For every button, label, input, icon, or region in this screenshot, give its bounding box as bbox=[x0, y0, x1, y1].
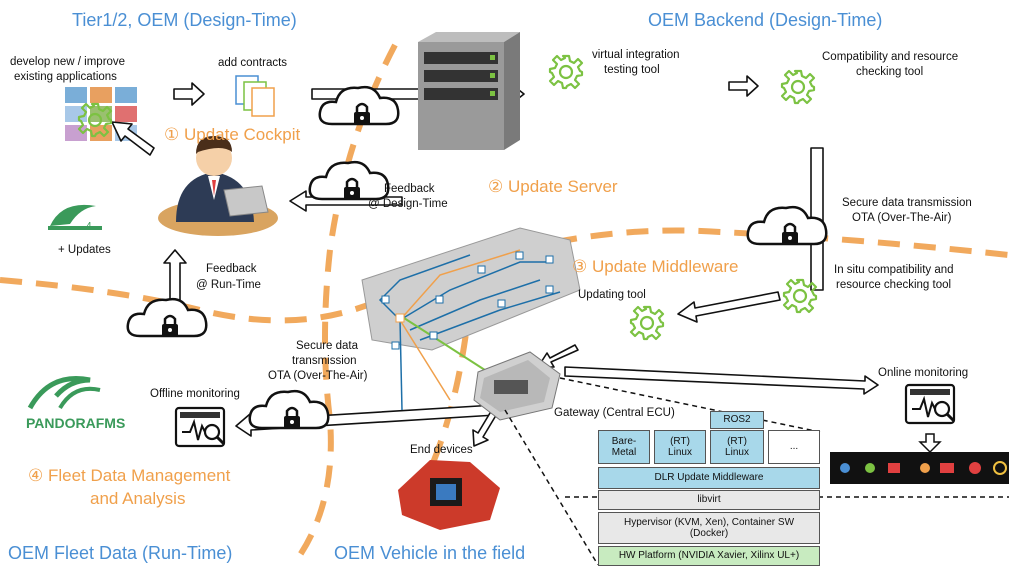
end-device-board-icon bbox=[398, 460, 500, 530]
stack-bare-metal: Bare- Metal bbox=[598, 430, 650, 464]
insitu-label-line2: resource checking tool bbox=[836, 279, 952, 291]
virtual-testing-gear-icon bbox=[548, 54, 584, 90]
cloud-lock-icon bbox=[308, 160, 390, 202]
offline-monitoring-label: Offline monitoring bbox=[150, 388, 240, 400]
updating-tool-label: Updating tool bbox=[578, 289, 646, 301]
virtual-testing-label-line2: testing tool bbox=[604, 64, 660, 76]
develop-label-line1: develop new / improve bbox=[10, 56, 126, 68]
gateway-ecu-icon bbox=[473, 351, 561, 421]
dashed-boundary-lines bbox=[0, 43, 1009, 557]
gateway-label: Gateway (Central ECU) bbox=[554, 407, 675, 419]
stack-bare-metal-line1: Bare- bbox=[611, 435, 637, 447]
stack-ellipsis: ... bbox=[768, 430, 820, 464]
pandora-logo-text: PANDORAFMS bbox=[26, 415, 125, 431]
offline-monitoring-icon bbox=[174, 406, 226, 448]
step-update-server: ② Update Server bbox=[488, 177, 618, 196]
virtual-testing-label-line1: virtual integration bbox=[592, 49, 680, 61]
region-title-oem-vehicle: OEM Vehicle in the field bbox=[334, 543, 526, 563]
logo-number: 4 bbox=[86, 221, 92, 232]
online-monitoring-label: Online monitoring bbox=[878, 367, 969, 379]
region-title-oem-fleet: OEM Fleet Data (Run-Time) bbox=[8, 543, 233, 563]
cloud-lock-icon bbox=[248, 389, 330, 431]
feedback-run-line2: @ Run-Time bbox=[196, 279, 261, 291]
feedback-design-line1: Feedback bbox=[384, 183, 435, 195]
compatibility-gear-icon bbox=[780, 69, 816, 105]
pandora-logo-icon: PANDORAFMS bbox=[26, 376, 125, 431]
server-icon bbox=[418, 32, 520, 150]
dashboard-strip-icon bbox=[830, 452, 1009, 484]
region-title-oem-backend: OEM Backend (Design-Time) bbox=[648, 10, 883, 30]
feedback-design-line2: @ Design-Time bbox=[368, 198, 448, 210]
end-devices-label: End devices bbox=[410, 444, 473, 456]
cloud-lock-icon bbox=[126, 297, 208, 339]
secure-left-line3: OTA (Over-The-Air) bbox=[268, 370, 368, 382]
vehicle-network-diagram bbox=[361, 227, 581, 411]
down-arrow-icon bbox=[918, 433, 942, 454]
compat-label-line2: checking tool bbox=[856, 66, 924, 78]
developer-person-icon bbox=[158, 136, 278, 236]
add-contracts-label: add contracts bbox=[218, 57, 288, 69]
step-fleet-data-line2: and Analysis bbox=[90, 489, 186, 508]
updating-tool-gear-icon bbox=[629, 305, 665, 341]
stack-rt-linux-b-line1: (RT) bbox=[727, 435, 747, 447]
step-update-cockpit: ① Update Cockpit bbox=[164, 125, 301, 144]
stack-rt-linux-a: (RT) Linux bbox=[654, 430, 706, 464]
stack-hypervisor: Hypervisor (KVM, Xen), Container SW (Doc… bbox=[598, 512, 820, 544]
secure-ota-line2: OTA (Over-The-Air) bbox=[852, 212, 952, 224]
stack-middleware: DLR Update Middleware bbox=[598, 467, 820, 489]
step-update-middleware: ③ Update Middleware bbox=[572, 257, 739, 276]
stack-rt-linux-a-line2: Linux bbox=[668, 447, 692, 458]
stack-rt-linux-b-line2: Linux bbox=[725, 447, 749, 458]
updates-label: + Updates bbox=[58, 244, 111, 256]
insitu-label-line1: In situ compatibility and bbox=[834, 264, 954, 276]
insitu-gear-icon bbox=[782, 278, 818, 314]
update-logo-icon: 4 bbox=[48, 204, 102, 232]
compat-label-line1: Compatibility and resource bbox=[822, 51, 959, 63]
stack-hypervisor-line2: (Docker) bbox=[689, 528, 729, 539]
online-monitoring-icon bbox=[904, 383, 956, 425]
step-fleet-data-line1: ④ Fleet Data Management bbox=[28, 466, 231, 485]
stack-ros2: ROS2 bbox=[710, 411, 764, 429]
secure-left-line2: transmission bbox=[292, 355, 357, 367]
develop-label-line2: existing applications bbox=[14, 71, 117, 83]
region-title-tier-oem: Tier1/2, OEM (Design-Time) bbox=[72, 10, 297, 30]
stack-rt-linux-a-line1: (RT) bbox=[670, 435, 690, 447]
stack-hypervisor-line1: Hypervisor (KVM, Xen), Container SW bbox=[623, 516, 795, 528]
stack-hw-platform: HW Platform (NVIDIA Xavier, Xilinx UL+) bbox=[598, 546, 820, 566]
stack-bare-metal-line2: Metal bbox=[611, 447, 637, 458]
contracts-icon bbox=[235, 75, 275, 117]
secure-ota-line1: Secure data transmission bbox=[842, 197, 972, 209]
secure-left-line1: Secure data bbox=[296, 340, 359, 352]
stack-libvirt: libvirt bbox=[598, 490, 820, 510]
stack-rt-linux-b: (RT) Linux bbox=[710, 430, 764, 464]
stack-connector-lines bbox=[504, 377, 1009, 565]
feedback-run-line1: Feedback bbox=[206, 263, 257, 275]
